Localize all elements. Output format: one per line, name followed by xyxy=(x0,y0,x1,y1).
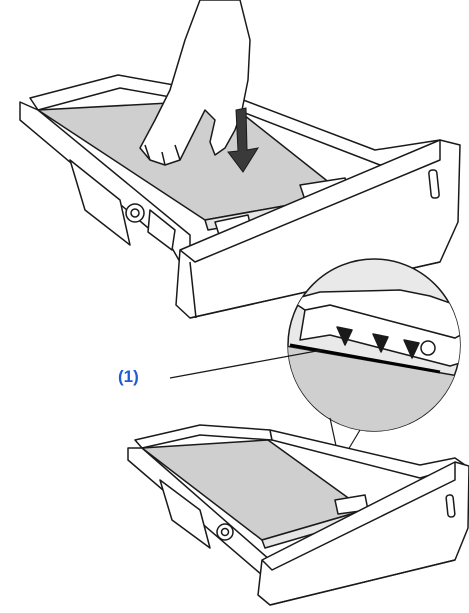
bottom-front-handle-slot xyxy=(445,494,456,518)
magnifier-callout xyxy=(287,258,461,456)
down-arrow-icon xyxy=(227,107,260,173)
tray-front-face xyxy=(175,139,461,319)
limit-mark-triangle-icon xyxy=(403,339,420,359)
limit-mark-triangle-icon xyxy=(336,326,353,346)
callout-label-1: (1) xyxy=(118,367,139,386)
bottom-paper-tray xyxy=(127,424,469,606)
limit-mark-triangle-icon xyxy=(372,333,389,353)
hand-icon xyxy=(139,0,251,166)
left-side-guide xyxy=(69,159,131,246)
front-handle-slot xyxy=(428,169,440,199)
callout-leader-line xyxy=(169,349,323,379)
top-paper-tray xyxy=(19,74,461,319)
